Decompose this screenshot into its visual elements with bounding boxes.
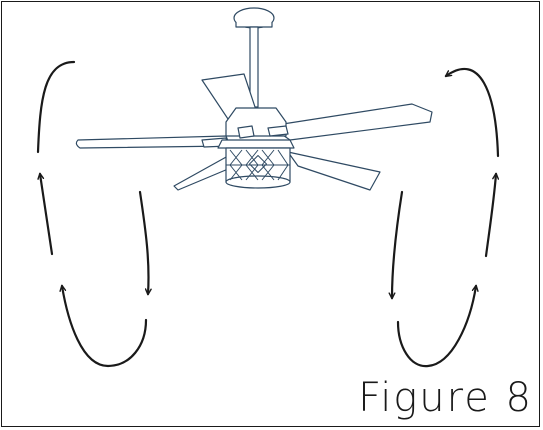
flow-arrow-icon [396, 284, 479, 368]
flow-arrow-icon [484, 172, 500, 258]
flow-arrow-icon [388, 190, 404, 300]
flow-arrow-icon [59, 284, 148, 368]
fan-blade [287, 151, 381, 191]
fan-light-lattice [226, 149, 290, 181]
left-airflow [36, 60, 152, 368]
right-airflow [388, 68, 500, 368]
fan-blade-iron [237, 125, 255, 139]
fan-switch-housing [217, 139, 295, 149]
fan-canopy-base [235, 22, 273, 28]
flow-arrow-icon [138, 190, 152, 296]
flow-arrow-icon [444, 68, 500, 158]
fan-blade [269, 103, 433, 141]
airflow-curve [36, 60, 76, 154]
fan-light-bottom [225, 175, 291, 189]
fan-blade-iron [267, 125, 289, 137]
ceiling-fan-icon [75, 7, 433, 191]
figure-caption: Figure 8 [358, 375, 533, 421]
flow-arrow-icon [37, 172, 54, 256]
